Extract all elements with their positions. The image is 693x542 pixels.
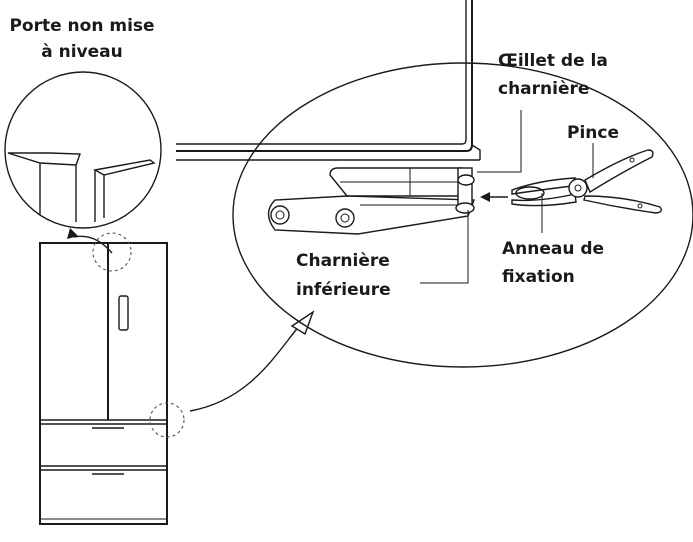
hinge-bolt-2 (335, 208, 355, 228)
hinge-detail-ellipse (176, 0, 693, 368)
hinge-bolt-1 (270, 205, 290, 225)
curved-arrow-to-hinge-detail (189, 324, 301, 412)
hinge-highlight (149, 402, 185, 438)
leader-lower-hinge (420, 210, 469, 284)
pliers-tool (511, 149, 663, 214)
door-handle (118, 295, 129, 331)
label-hinge-eyelet-1: Œillet de la (498, 51, 608, 71)
right-door-top (92, 159, 156, 176)
label-pliers: Pince (567, 123, 619, 143)
door-inner-edge (176, 0, 467, 145)
hinge-bolt-1-inner (275, 210, 285, 220)
hinge-eyelet (457, 174, 475, 186)
label-lower-hinge-2: inférieure (296, 280, 391, 300)
label-fixing-ring-2: fixation (502, 267, 575, 287)
door-level-detail-circle (4, 71, 162, 229)
hinge-lower-plate (267, 195, 475, 235)
fridge-illustration (39, 232, 185, 525)
arrow-head-detail (67, 228, 78, 239)
pliers-lower-jaw (511, 193, 577, 207)
door-top-highlight (92, 232, 132, 272)
label-door-not-level-2: à niveau (41, 42, 123, 62)
pliers-pivot-inner (574, 184, 582, 192)
leader-hinge-eyelet (477, 110, 522, 173)
pliers-upper-handle (584, 149, 654, 194)
curved-arrow-to-detail (73, 235, 113, 254)
door-corner (471, 144, 481, 160)
detail-circle-outline (4, 71, 162, 229)
label-hinge-eyelet-2: charnière (498, 79, 589, 99)
fridge-body (39, 242, 168, 525)
label-door-not-level-1: Porte non mise (9, 16, 154, 36)
hinge-pin (457, 167, 473, 209)
door-outer-edge (176, 0, 473, 152)
left-door-top (7, 152, 81, 166)
hinge-bolt-2-inner (340, 213, 350, 223)
arrow-head-hinge (290, 310, 315, 336)
label-lower-hinge-1: Charnière (296, 251, 390, 271)
motion-arrow-head (480, 192, 490, 202)
ellipse-outline (232, 62, 693, 368)
label-fixing-ring-1: Anneau de (502, 239, 604, 259)
fixing-ring (515, 186, 545, 200)
pliers-grip-dot (629, 157, 635, 163)
fixing-ring-on-pin (455, 202, 475, 214)
pliers-lower-handle (583, 195, 663, 214)
pliers-grip-dot (637, 203, 643, 209)
pliers-pivot (568, 178, 588, 198)
